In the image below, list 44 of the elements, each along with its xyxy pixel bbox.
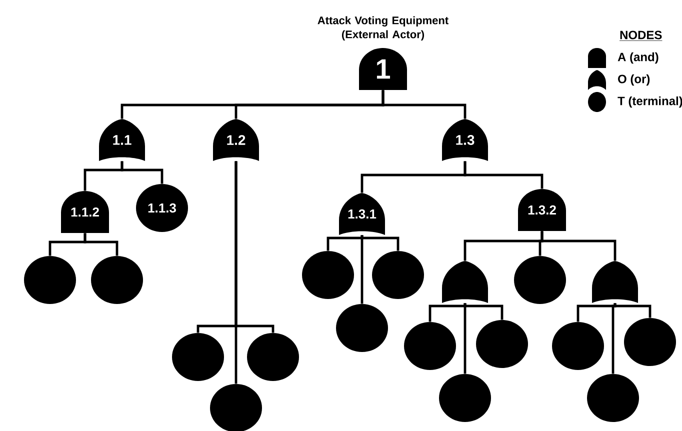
or-gate: 1.1 bbox=[99, 119, 145, 161]
terminal-node: 1.1.3 bbox=[136, 184, 188, 232]
legend-text: O (or) bbox=[618, 74, 650, 86]
connector-line bbox=[84, 233, 118, 256]
terminal-node bbox=[336, 304, 388, 352]
terminal-node bbox=[476, 320, 528, 368]
connector-line bbox=[540, 231, 616, 261]
or-gate: 1.2 bbox=[213, 119, 259, 161]
connector-line bbox=[360, 235, 400, 251]
terminal-node bbox=[439, 374, 491, 422]
terminal-node bbox=[372, 251, 424, 299]
connector-line bbox=[464, 303, 504, 320]
connector-line bbox=[326, 235, 364, 251]
terminal-node bbox=[302, 251, 354, 299]
connector-line bbox=[464, 161, 544, 189]
terminal-node bbox=[624, 318, 676, 366]
legend-text: A (and) bbox=[618, 52, 658, 64]
connector-line bbox=[120, 161, 164, 184]
or-gate: 1.3.1 bbox=[339, 193, 385, 235]
terminal-node bbox=[552, 322, 604, 370]
and-gate: 1.1.2 bbox=[61, 191, 109, 233]
and-gate: 1.3.2 bbox=[518, 189, 566, 231]
connector-line bbox=[428, 303, 466, 322]
and-gate: Attack Voting Equipment (External Actor) 1 bbox=[318, 16, 448, 90]
connector-line bbox=[464, 303, 466, 374]
legend-heading: NODES bbox=[619, 30, 662, 41]
connector-line bbox=[614, 303, 652, 318]
legend-text: T (terminal) bbox=[618, 96, 682, 108]
or-gate bbox=[592, 261, 638, 303]
terminal-node bbox=[404, 322, 456, 370]
node-label: Attack Voting Equipment (External Actor) bbox=[318, 16, 448, 40]
terminal-node bbox=[24, 256, 76, 304]
terminal-node bbox=[514, 256, 566, 304]
or-gate: 1.3 bbox=[442, 119, 488, 161]
connector-line bbox=[612, 303, 616, 374]
connector-line bbox=[382, 90, 466, 119]
terminal-node bbox=[91, 256, 143, 304]
or-gate bbox=[442, 261, 488, 303]
connector-line bbox=[234, 161, 238, 384]
connector-line bbox=[360, 235, 364, 304]
terminal-node bbox=[247, 333, 299, 381]
terminal-node bbox=[587, 374, 639, 422]
terminal-node bbox=[210, 384, 262, 431]
terminal-node bbox=[172, 333, 224, 381]
